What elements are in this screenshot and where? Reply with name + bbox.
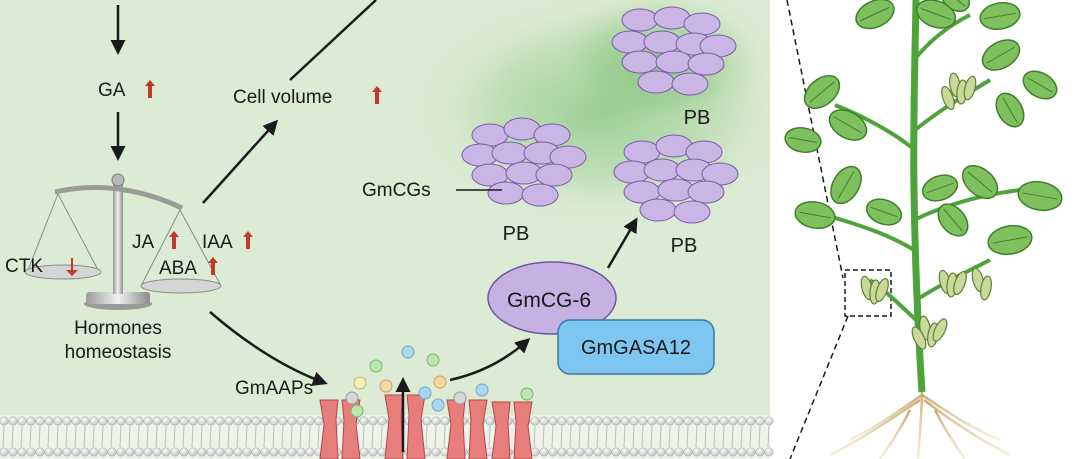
- balance-scale-icon: [24, 173, 222, 310]
- channel: [446, 399, 488, 459]
- arrow-up-exit: [289, 0, 377, 81]
- homeostasis-line1: Hormones: [74, 318, 162, 339]
- cell-volume-label: Cell volume: [233, 87, 332, 108]
- down-arrow-icon: [66, 258, 78, 276]
- arrow-to-cell-volume: [202, 119, 279, 204]
- zoom-line-bottom: [789, 315, 849, 459]
- gmgasa12-label: GmGASA12: [581, 337, 691, 359]
- gmaaps-label: GmAAPs: [235, 378, 313, 399]
- ja-label: JA: [132, 232, 155, 253]
- gmgasa12-box: [557, 319, 715, 375]
- pb-label-right: PB: [671, 235, 698, 257]
- gmcg6-label: GmCG-6: [507, 289, 591, 312]
- arrow-to-gmaaps: [209, 311, 328, 386]
- iaa-label: IAA: [202, 232, 233, 253]
- soybean-plant-icon: [784, 0, 1063, 459]
- gmcgs-label: GmCGs: [362, 180, 431, 201]
- protein-bodies: [461, 6, 739, 224]
- pb-cluster: [611, 6, 737, 96]
- pb-cluster: [613, 134, 739, 224]
- amino-acid-channels: [319, 394, 533, 459]
- gmcg6-ellipse: [487, 261, 617, 335]
- zoom-box: [844, 269, 892, 317]
- homeostasis-line2: homeostasis: [65, 342, 172, 363]
- pb-label-left: PB: [503, 223, 530, 245]
- amino-acid-molecules: [345, 345, 534, 418]
- ga-label: GA: [98, 80, 126, 101]
- arrow-to-gmcg6: [449, 337, 531, 382]
- ctk-label: CTK: [5, 256, 43, 277]
- pb-label-top: PB: [684, 107, 711, 129]
- channel: [491, 401, 533, 459]
- arrow-to-pb: [606, 217, 638, 269]
- aba-label: ABA: [159, 258, 197, 279]
- pb-cluster: [461, 117, 587, 207]
